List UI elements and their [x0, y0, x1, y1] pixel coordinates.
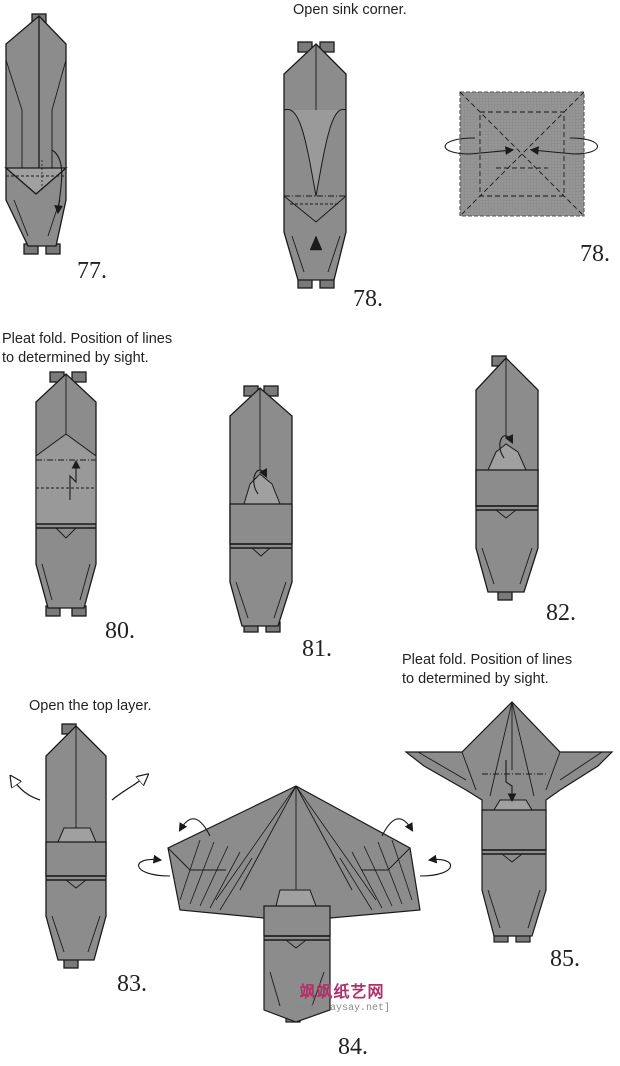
caption-pleat-fold-line2: to determined by sight. [2, 350, 149, 366]
step-85-model [404, 701, 614, 943]
step-number-78-square: 78. [580, 241, 610, 267]
caption-open-top-layer: Open the top layer. [29, 698, 152, 714]
step-84-model [138, 785, 452, 1023]
step-83-model [12, 723, 146, 969]
site-watermark: 飒飒纸艺网 [www.saysay.net] [286, 978, 398, 1014]
step-77-model [4, 13, 68, 255]
step-number-83: 83. [117, 971, 147, 997]
step-number-85: 85. [550, 946, 580, 972]
step-number-80: 80. [105, 618, 135, 644]
step-number-81: 81. [302, 636, 332, 662]
step-78-square [444, 91, 599, 217]
step-81-model [229, 385, 293, 633]
caption-pleat-fold-85-line2: to determined by sight. [402, 671, 549, 687]
step-80-model [35, 371, 97, 617]
watermark-chinese-text: 飒飒纸艺网 [299, 982, 385, 1001]
watermark-url: [www.saysay.net] [293, 1003, 390, 1014]
step-82-model [475, 355, 539, 601]
step-78-model [283, 41, 347, 289]
step-number-84: 84. [338, 1034, 368, 1060]
caption-pleat-fold-line1: Pleat fold. Position of lines [2, 331, 173, 347]
caption-pleat-fold-85-line1: Pleat fold. Position of lines [402, 652, 573, 668]
step-number-78: 78. [353, 286, 383, 312]
step-number-77: 77. [77, 258, 107, 284]
caption-open-sink-corner: Open sink corner. [293, 2, 407, 18]
step-number-82: 82. [546, 600, 576, 626]
